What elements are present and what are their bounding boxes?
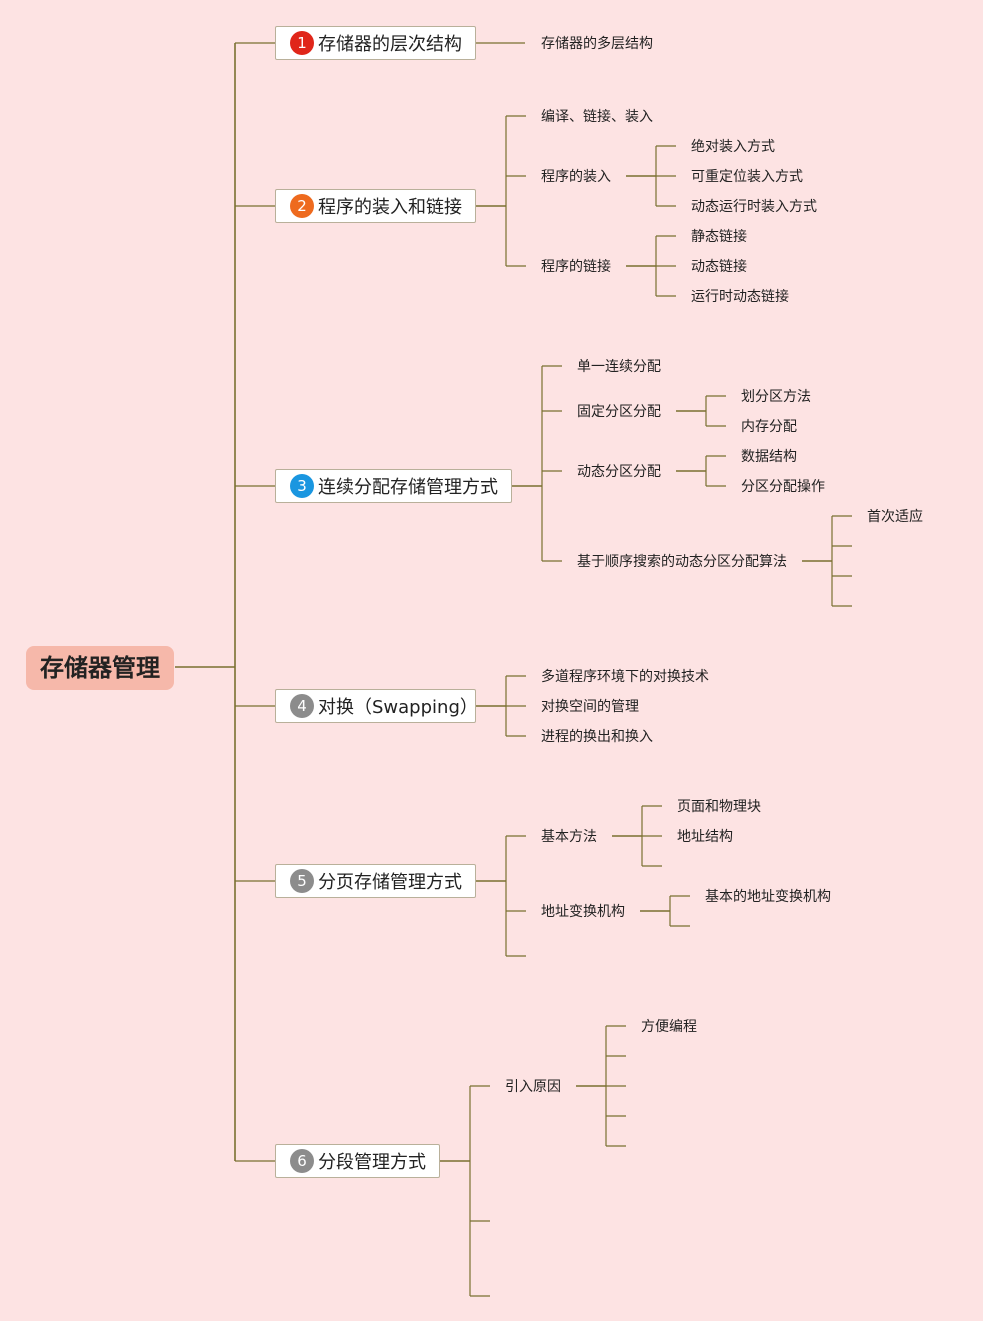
leaf-node[interactable]: 可重定位装入方式 — [691, 169, 803, 185]
leaf-node[interactable]: 动态运行时装入方式 — [691, 199, 817, 215]
number-badge-2: 2 — [290, 194, 314, 218]
leaf-node[interactable]: 页面和物理块 — [677, 799, 761, 815]
leaf-node[interactable]: 地址结构 — [677, 829, 733, 845]
topic-3-label: 连续分配存储管理方式 — [318, 477, 498, 498]
leaf-node[interactable]: 静态链接 — [691, 229, 747, 245]
leaf-node[interactable]: 划分区方法 — [741, 389, 811, 405]
topic-2-label: 程序的装入和链接 — [318, 197, 462, 218]
number-badge-4: 4 — [290, 694, 314, 718]
leaf-node[interactable]: 内存分配 — [741, 419, 797, 435]
subtopic-node[interactable]: 引入原因 — [505, 1079, 561, 1095]
central-topic[interactable]: 存储器管理 — [26, 646, 174, 690]
leaf-node[interactable]: 方便编程 — [641, 1019, 697, 1035]
subtopic-node[interactable]: 基本方法 — [541, 829, 597, 845]
leaf-node[interactable]: 基本的地址变换机构 — [705, 889, 831, 905]
topic-6-label: 分段管理方式 — [318, 1152, 426, 1173]
number-badge-3: 3 — [290, 474, 314, 498]
number-badge-6: 6 — [290, 1149, 314, 1173]
topic-5[interactable]: 5 分页存储管理方式 — [275, 864, 476, 898]
topic-6[interactable]: 6 分段管理方式 — [275, 1144, 440, 1178]
number-badge-5: 5 — [290, 869, 314, 893]
subtopic-node[interactable]: 单一连续分配 — [577, 359, 661, 375]
topic-2[interactable]: 2 程序的装入和链接 — [275, 189, 476, 223]
leaf-node[interactable]: 动态链接 — [691, 259, 747, 275]
subtopic-node[interactable]: 固定分区分配 — [577, 404, 661, 420]
topic-3[interactable]: 3 连续分配存储管理方式 — [275, 469, 512, 503]
topic-1[interactable]: 1 存储器的层次结构 — [275, 26, 476, 60]
subtopic-node[interactable]: 对换空间的管理 — [541, 699, 639, 715]
subtopic-node[interactable]: 地址变换机构 — [541, 904, 625, 920]
subtopic-node[interactable]: 多道程序环境下的对换技术 — [541, 669, 709, 685]
topic-4-label: 对换（Swapping） — [318, 697, 478, 718]
leaf-node[interactable]: 绝对装入方式 — [691, 139, 775, 155]
subtopic-node[interactable]: 进程的换出和换入 — [541, 729, 653, 745]
subtopic-node[interactable]: 存储器的多层结构 — [541, 36, 653, 52]
subtopic-node[interactable]: 基于顺序搜索的动态分区分配算法 — [577, 554, 787, 570]
number-badge-1: 1 — [290, 31, 314, 55]
topic-4[interactable]: 4 对换（Swapping） — [275, 689, 478, 723]
subtopic-node[interactable]: 程序的链接 — [541, 259, 611, 275]
leaf-node[interactable]: 数据结构 — [741, 449, 797, 465]
topic-5-label: 分页存储管理方式 — [318, 872, 462, 893]
subtopic-node[interactable]: 动态分区分配 — [577, 464, 661, 480]
topic-1-label: 存储器的层次结构 — [318, 34, 462, 55]
leaf-node[interactable]: 分区分配操作 — [741, 479, 825, 495]
subtopic-node[interactable]: 程序的装入 — [541, 169, 611, 185]
subtopic-node[interactable]: 编译、链接、装入 — [541, 109, 653, 125]
leaf-node[interactable]: 运行时动态链接 — [691, 289, 789, 305]
leaf-node[interactable]: 首次适应 — [867, 509, 923, 525]
